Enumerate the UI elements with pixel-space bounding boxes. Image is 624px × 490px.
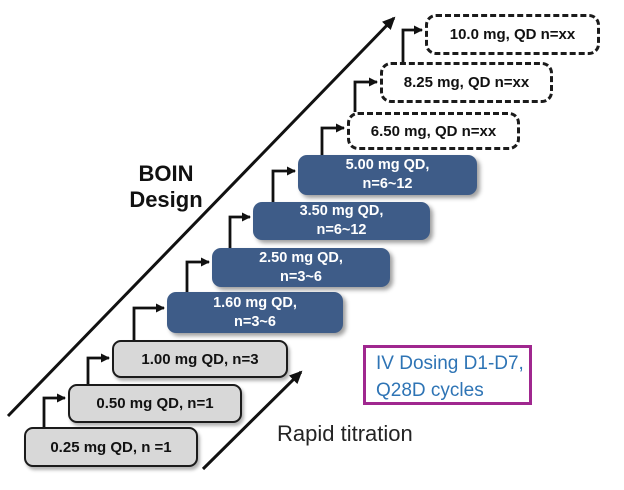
dose-step-3-50mg: 3.50 mg QD, n=6~12 — [253, 202, 430, 240]
dose-step-label: 5.00 mg QD, — [345, 157, 430, 173]
dose-step-10-0mg: 10.0 mg, QD n=xx — [425, 14, 600, 55]
elbow-arrow-5 — [228, 212, 251, 248]
dose-step-6-50mg: 6.50 mg, QD n=xx — [347, 112, 520, 150]
elbow-arrow-8 — [353, 77, 378, 112]
iv-dosing-line1: IV Dosing D1-D7, — [376, 353, 524, 374]
dose-step-n-label: n=6~12 — [316, 222, 367, 238]
elbow-arrow-3 — [132, 303, 165, 340]
rapid-titration-label: Rapid titration — [277, 421, 413, 446]
dose-step-0-25mg: 0.25 mg QD, n =1 — [24, 427, 198, 467]
dose-step-2-50mg: 2.50 mg QD, n=3~6 — [212, 248, 390, 287]
rapid-titration-arrow — [201, 370, 303, 471]
dose-step-0-50mg: 0.50 mg QD, n=1 — [68, 384, 242, 423]
dose-step-n-label: n=6~12 — [362, 176, 413, 192]
dose-step-label: 0.25 mg QD, n =1 — [50, 438, 172, 456]
dose-step-label: 1.60 mg QD, — [213, 294, 297, 311]
iv-dosing-line2: Q28D cycles — [376, 380, 484, 401]
elbow-arrow-2 — [86, 353, 110, 384]
dose-step-label: 8.25 mg, QD n=xx — [403, 74, 530, 91]
dose-step-label: 0.50 mg QD, n=1 — [96, 395, 214, 412]
dose-step-8-25mg: 8.25 mg, QD n=xx — [380, 62, 553, 103]
dose-step-label: 6.50 mg, QD n=xx — [370, 122, 497, 140]
dose-step-1-60mg: 1.60 mg QD, n=3~6 — [167, 292, 343, 333]
dose-step-5-00mg: 5.00 mg QD, n=6~12 — [298, 155, 477, 195]
dose-step-label: 3.50 mg QD, — [299, 203, 384, 219]
elbow-arrow-4 — [185, 257, 210, 292]
boin-design-line2: Design — [129, 187, 203, 212]
boin-design-label: BOIN Design — [84, 161, 248, 213]
dose-step-n-label: n=3~6 — [234, 313, 276, 330]
elbow-arrow-7 — [320, 123, 345, 155]
dose-step-label: 10.0 mg, QD n=xx — [449, 26, 576, 43]
elbow-arrow-9 — [401, 25, 423, 62]
boin-design-line1: BOIN — [138, 161, 194, 186]
dose-step-1-00mg: 1.00 mg QD, n=3 — [112, 340, 288, 378]
iv-dosing-note: IV Dosing D1-D7, Q28D cycles — [363, 345, 532, 405]
elbow-arrow-6 — [271, 166, 296, 202]
dose-step-n-label: n=3~6 — [280, 268, 322, 285]
dose-step-label: 2.50 mg QD, — [259, 249, 343, 266]
dose-step-label: 1.00 mg QD, n=3 — [141, 350, 259, 368]
boin-escalation-arrow — [6, 16, 396, 418]
elbow-arrow-1 — [42, 393, 66, 427]
